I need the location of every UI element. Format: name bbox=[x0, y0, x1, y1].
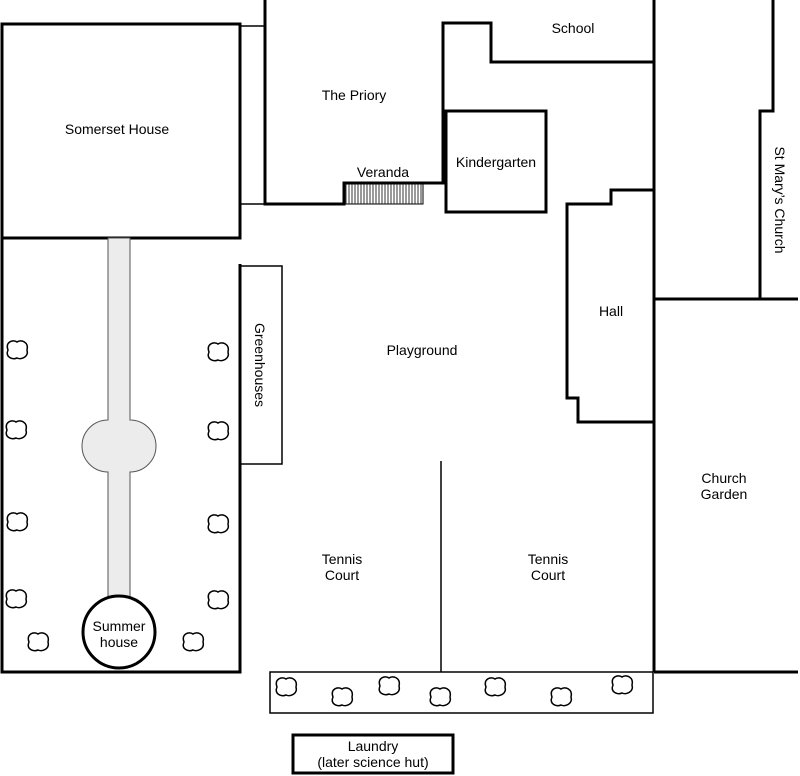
tree-icon bbox=[6, 512, 29, 532]
label-school: School bbox=[552, 20, 595, 36]
label-tennis-court-right-2: Court bbox=[531, 567, 565, 583]
tree-icon bbox=[207, 342, 230, 362]
tree-icon bbox=[6, 340, 29, 360]
tree-icon bbox=[484, 677, 507, 697]
garden-path bbox=[81, 237, 157, 601]
tree-border-strip bbox=[269, 671, 654, 714]
label-summer-house-2: house bbox=[100, 634, 138, 650]
tree-icon bbox=[182, 632, 205, 652]
tree-icon bbox=[275, 677, 298, 697]
priory-outline bbox=[263, 0, 654, 206]
label-summer-house-1: Summer bbox=[93, 618, 146, 634]
veranda-hatch bbox=[343, 182, 424, 205]
tree-icon bbox=[27, 632, 50, 652]
label-church-garden-2: Garden bbox=[701, 486, 748, 502]
label-somerset-house: Somerset House bbox=[65, 121, 169, 137]
laundry-building bbox=[291, 733, 455, 775]
label-greenhouses: Greenhouses bbox=[252, 323, 268, 407]
trees-group bbox=[5, 340, 634, 707]
tree-icon bbox=[331, 687, 354, 707]
label-tennis-court-right-1: Tennis bbox=[528, 551, 568, 567]
tree-icon bbox=[611, 675, 634, 695]
kindergarten-building bbox=[444, 109, 548, 214]
tree-icon bbox=[207, 421, 230, 441]
label-the-priory: The Priory bbox=[322, 87, 387, 103]
tree-icon bbox=[207, 590, 230, 610]
garden-enclosure bbox=[0, 238, 242, 674]
label-laundry-1: Laundry bbox=[348, 738, 399, 754]
label-hall: Hall bbox=[599, 303, 623, 319]
label-tennis-court-left-1: Tennis bbox=[322, 551, 362, 567]
summer-house-building bbox=[81, 594, 157, 670]
greenhouses-building bbox=[239, 265, 283, 465]
label-playground: Playground bbox=[387, 342, 458, 358]
church-outline bbox=[758, 0, 775, 299]
tree-icon bbox=[429, 687, 452, 707]
label-tennis-court-left-2: Court bbox=[325, 567, 359, 583]
tree-icon bbox=[550, 687, 573, 707]
tree-icon bbox=[5, 589, 28, 609]
tree-icon bbox=[5, 420, 28, 440]
tree-icon bbox=[207, 514, 230, 534]
label-laundry-2: (later science hut) bbox=[317, 754, 428, 770]
label-kindergarten: Kindergarten bbox=[456, 154, 536, 170]
label-church-garden-1: Church bbox=[701, 470, 746, 486]
label-veranda: Veranda bbox=[357, 164, 409, 180]
tree-icon bbox=[378, 676, 401, 696]
label-st-marys-church: St Mary’s Church bbox=[772, 146, 788, 253]
hall-outline bbox=[565, 188, 654, 424]
